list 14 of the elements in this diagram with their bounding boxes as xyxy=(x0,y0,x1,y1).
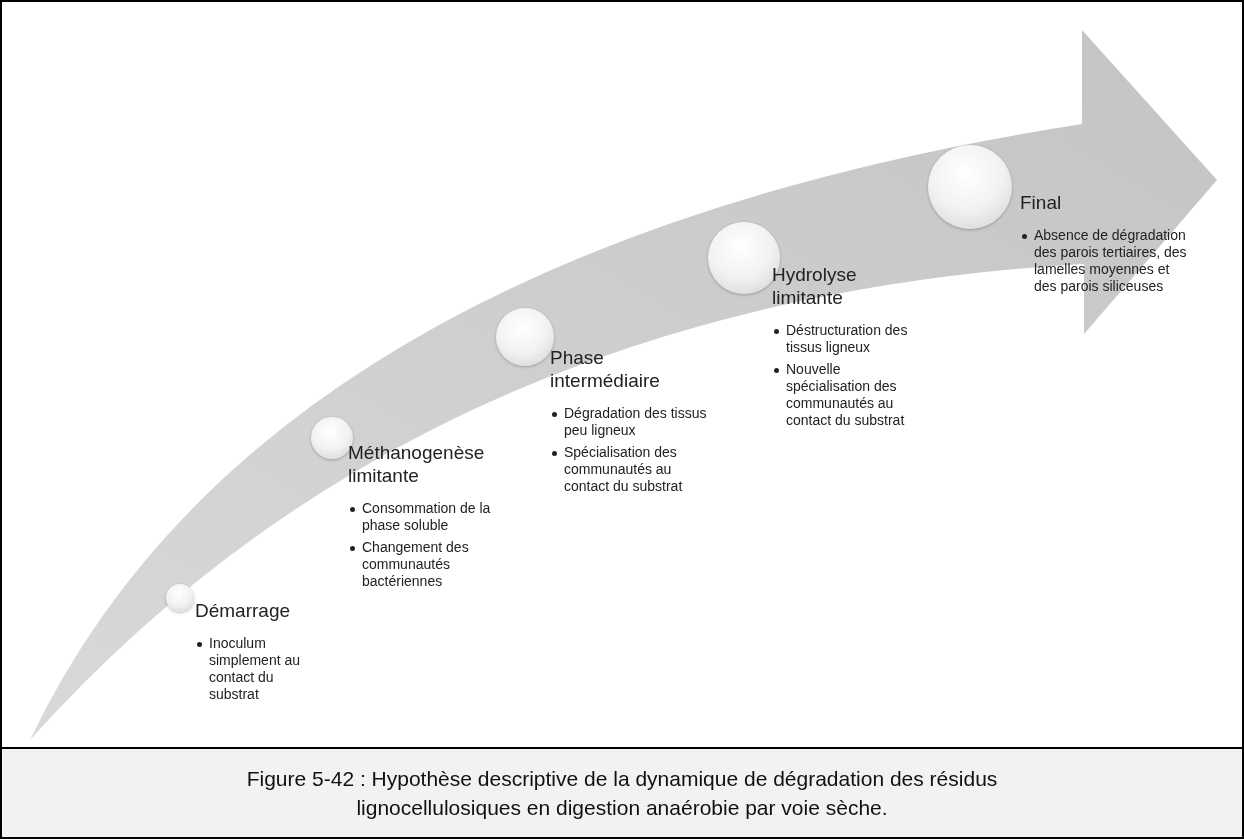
bullet-text: Consommation de la phase soluble xyxy=(362,499,492,534)
stage-title: Méthanogenèse limitante xyxy=(348,442,486,488)
figure-caption: Figure 5-42 : Hypothèse descriptive de la dynamique de dégradation des résidus lignocellulosiques en digestion anaérobie par voie sèche. xyxy=(245,765,999,821)
bullet-text: Dégradation des tissus peu ligneux xyxy=(564,404,708,439)
bullet-text: Inoculum simplement au contact du substrat xyxy=(209,634,302,704)
stage-title: Hydrolyse limitante xyxy=(772,264,858,310)
stage-title: Final xyxy=(1020,192,1063,215)
bullet-text: Changement des communautés bactériennes xyxy=(362,538,470,590)
bullet-text: Spécialisation des communautés au contact du substrat xyxy=(564,443,684,495)
bullet-text: Déstructuration des tissus ligneux xyxy=(786,321,909,356)
bullet-text: Nouvelle spécialisation des communautés au contact du substrat xyxy=(786,360,906,430)
stage-title: Démarrage xyxy=(195,600,292,623)
stage-title: Phase intermédiaire xyxy=(550,347,661,393)
bullet-text: Absence de dégradation des parois tertiaires, des lamelles moyennes et des parois siliceuses xyxy=(1034,226,1188,296)
